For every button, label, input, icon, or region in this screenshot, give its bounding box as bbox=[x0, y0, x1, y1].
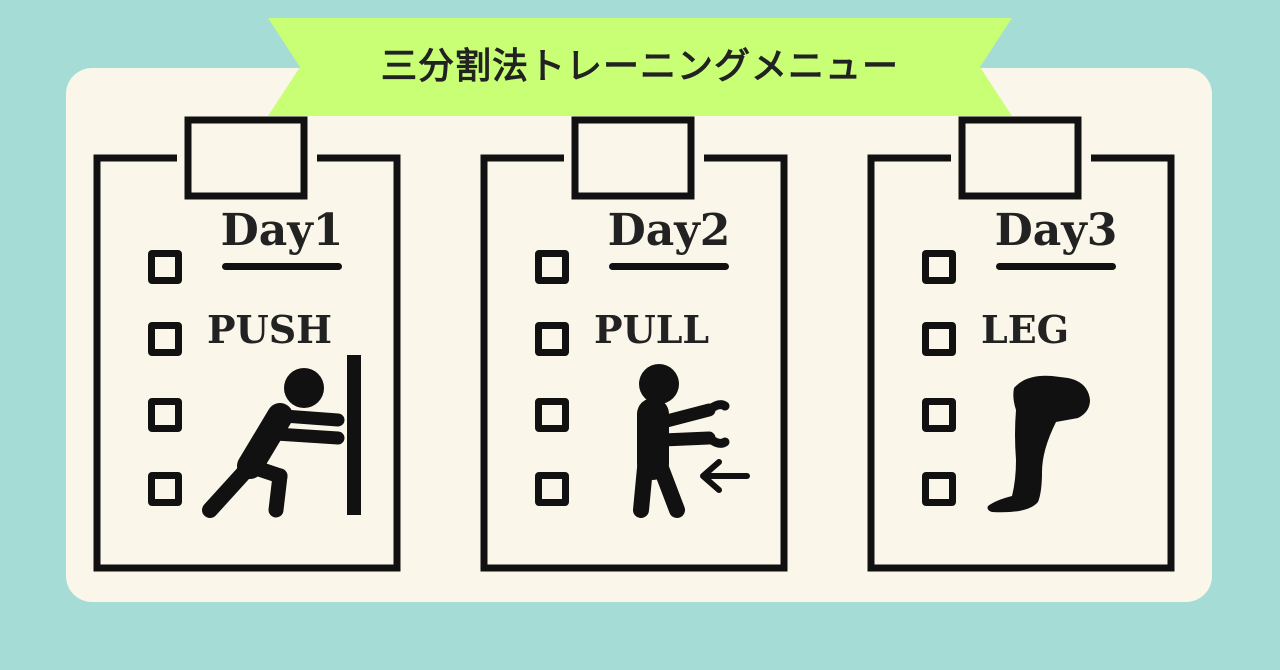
day-label: Day3 bbox=[994, 205, 1118, 256]
day-underline bbox=[609, 263, 729, 270]
day-label: Day1 bbox=[220, 205, 344, 256]
clipboard-day3: Day3 LEG bbox=[866, 110, 1186, 580]
checkbox[interactable] bbox=[148, 472, 182, 506]
day-underline bbox=[996, 263, 1116, 270]
day-label: Day2 bbox=[607, 205, 731, 256]
checkbox[interactable] bbox=[148, 322, 182, 356]
checkbox[interactable] bbox=[535, 250, 569, 284]
checkbox[interactable] bbox=[922, 398, 956, 432]
checkbox[interactable] bbox=[535, 472, 569, 506]
category-label: PULL bbox=[594, 307, 710, 352]
category-label: LEG bbox=[981, 307, 1070, 352]
title-banner: 三分割法トレーニングメニュー bbox=[268, 18, 1012, 116]
checkbox[interactable] bbox=[922, 472, 956, 506]
day-underline bbox=[222, 263, 342, 270]
leg-icon bbox=[966, 350, 1146, 524]
checkbox[interactable] bbox=[922, 322, 956, 356]
checkbox[interactable] bbox=[148, 398, 182, 432]
page-title: 三分割法トレーニングメニュー bbox=[380, 46, 899, 87]
clipboard-day2: Day2 PULL bbox=[479, 110, 799, 580]
checkbox[interactable] bbox=[535, 398, 569, 432]
person-pulling-icon bbox=[579, 350, 759, 524]
person-pushing-wall-icon bbox=[192, 350, 372, 524]
checkbox[interactable] bbox=[535, 322, 569, 356]
checkbox[interactable] bbox=[922, 250, 956, 284]
checkbox[interactable] bbox=[148, 250, 182, 284]
category-label: PUSH bbox=[207, 307, 333, 352]
clipboard-day1: Day1 PUSH bbox=[92, 110, 412, 580]
